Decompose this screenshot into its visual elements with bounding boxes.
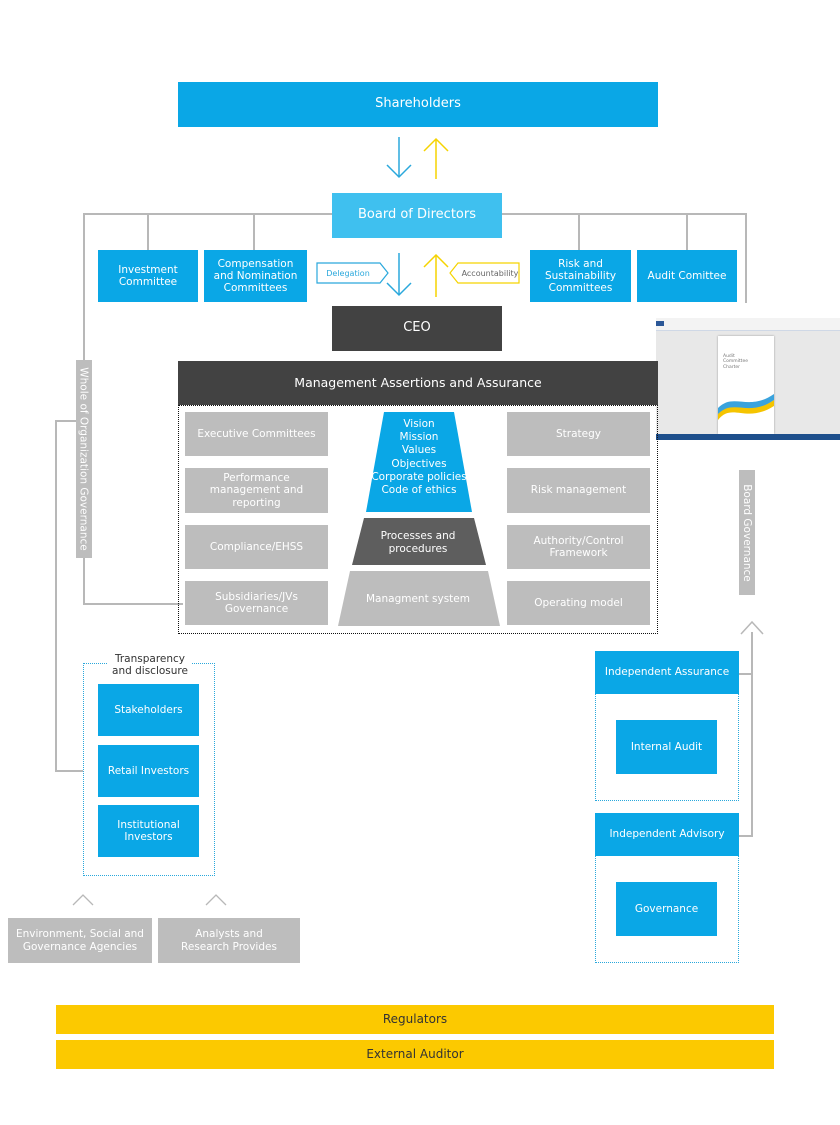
operating-model-box: Operating model (507, 581, 650, 625)
board-right-line (502, 213, 747, 215)
vision-label: Vision (403, 418, 435, 430)
executive-committees-box: Executive Committees (185, 412, 328, 456)
board-governance-text: Board Governance (741, 483, 754, 582)
chevron-up-icon (205, 894, 227, 906)
risk-management-box: Risk management (507, 468, 650, 513)
delegation-tag: Delegation (326, 268, 370, 278)
stakeholders-box: Stakeholders (98, 684, 199, 736)
compensation-drop (253, 213, 255, 250)
down-arrow-icon (386, 137, 412, 179)
audit-committee-box: Audit Comittee (637, 250, 737, 302)
esg-agencies-box: Environment, Social and Governance Agenc… (8, 918, 152, 963)
compensation-committee-box: Compensation and Nomination Committees (204, 250, 307, 302)
assurance-title-box: Management Assertions and Assurance (178, 361, 658, 405)
up-arrow-icon (423, 137, 449, 179)
analysts-research-box: Analysts and Research Provides (158, 918, 300, 963)
strategy-box: Strategy (507, 412, 650, 456)
right-board-rail (745, 213, 747, 303)
code-of-ethics-label: Code of ethics (381, 484, 457, 497)
processes-procedures-label: Processes and procedures (380, 530, 456, 555)
thumbnail-tab-strip (656, 321, 664, 326)
pyramid-shape (338, 412, 500, 626)
subsidiaries-jvs-box: Subsidiaries/JVs Governance (185, 581, 328, 625)
values-label: Values (401, 444, 437, 457)
thumbnail-page: Audit Committee Charter (718, 336, 774, 434)
left-outer-rail-top (55, 420, 83, 422)
right-lower-rail (751, 632, 753, 837)
disclosure-title: Transparency and disclosure (108, 651, 192, 679)
risk-drop (578, 213, 580, 250)
retail-investors-box: Retail Investors (98, 745, 199, 797)
document-thumbnail: Audit Committee Charter (656, 318, 840, 440)
board-of-directors-box: Board of Directors (332, 193, 502, 238)
right-lower-rail-bottom (738, 835, 752, 837)
thumbnail-ribbon (656, 318, 840, 331)
thumbnail-doc-title: Audit Committee Charter (723, 354, 748, 370)
management-system-label: Managment system (365, 592, 470, 605)
chevron-up-icon (72, 894, 94, 906)
thumbnail-taskbar (656, 434, 840, 440)
audit-drop (686, 213, 688, 250)
internal-audit-box: Internal Audit (616, 720, 717, 774)
assurance-panel (178, 405, 658, 634)
board-governance-label: Board Governance (739, 470, 755, 595)
up-arrow-icon (423, 253, 449, 297)
investment-committee-box: Investment Committee (98, 250, 198, 302)
risk-committee-box: Risk and Sustainability Committees (530, 250, 631, 302)
left-outer-rail (55, 420, 57, 772)
chevron-up-icon (740, 620, 764, 635)
accountability-tag-shape (449, 262, 520, 284)
right-lower-rail-top (738, 673, 752, 675)
institutional-investors-box: Institutional Investors (98, 805, 199, 857)
regulators-bar: Regulators (56, 1005, 774, 1034)
ceo-box: CEO (332, 306, 502, 351)
left-governance-rail-bottom (83, 603, 183, 605)
accountability-tag: Accountability (461, 268, 519, 278)
whole-organization-governance-label: Whole of Organization Governance (76, 360, 92, 558)
board-left-line (83, 213, 333, 215)
compliance-ehss-box: Compliance/EHSS (185, 525, 328, 569)
left-outer-rail-bottom (55, 770, 83, 772)
down-arrow-icon (386, 253, 412, 297)
corporate-policies-label: Corporate policies (371, 470, 467, 483)
authority-control-box: Authority/Control Framework (507, 525, 650, 569)
governance-box: Governance (616, 882, 717, 936)
pyramid-top-text: Vision Mission Values Objectives Corpora… (364, 418, 474, 497)
independent-assurance-box: Independent Assurance (595, 651, 739, 694)
shareholders-box: Shareholders (178, 82, 658, 127)
mission-label: Mission (399, 431, 439, 444)
thumbnail-wave-graphic (718, 394, 774, 420)
independent-advisory-box: Independent Advisory (595, 813, 739, 856)
delegation-tag-shape (316, 262, 389, 284)
external-auditor-bar: External Auditor (56, 1040, 774, 1069)
performance-management-box: Performance management and reporting (185, 468, 328, 513)
objectives-label: Objectives (391, 457, 447, 470)
whole-organization-governance-text: Whole of Organization Governance (78, 367, 91, 551)
investment-drop (147, 213, 149, 250)
